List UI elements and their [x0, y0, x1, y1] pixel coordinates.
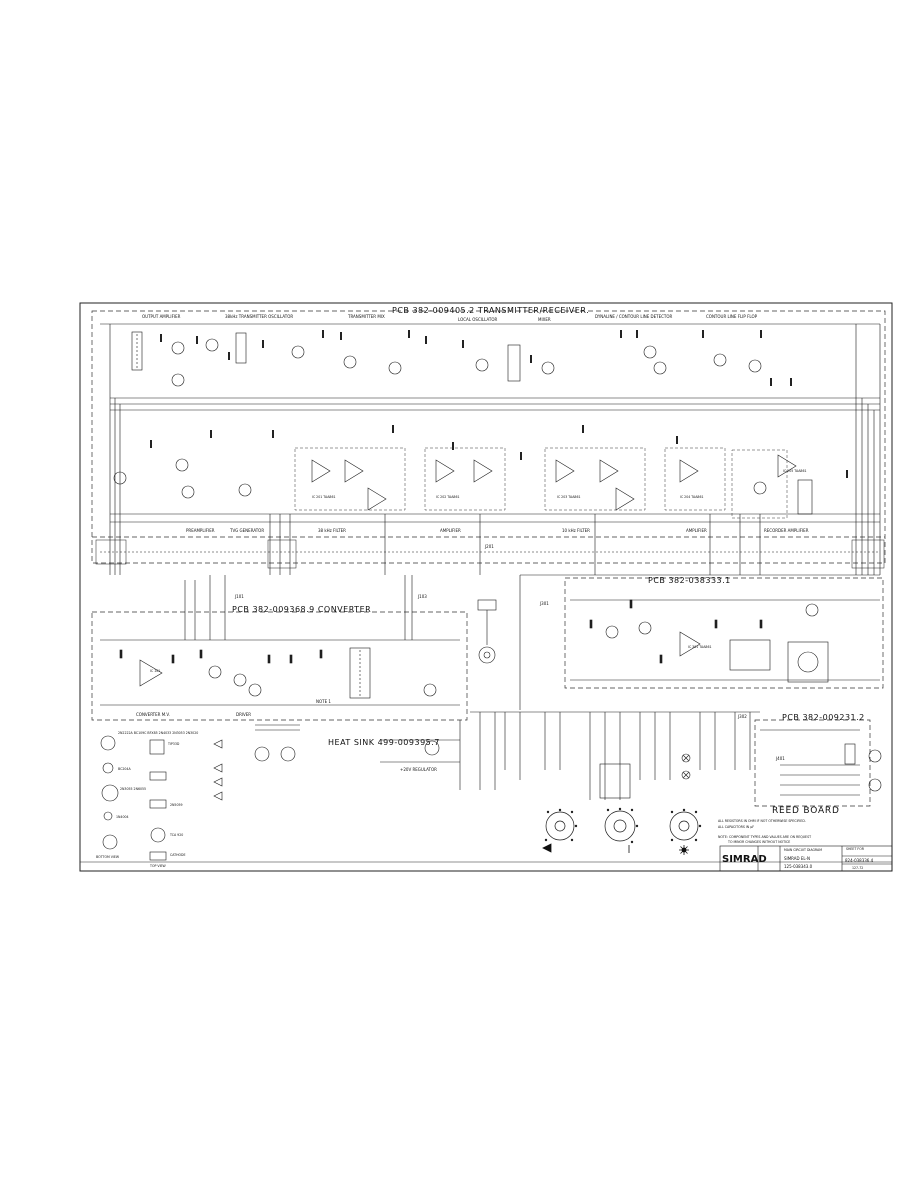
title-block: SIMRAD MAIN CIRCUIT DIAGRAM SIMRAD EL-N …	[719, 845, 893, 872]
power-package-icon	[101, 784, 119, 802]
ic-201: IC 201 TAA861	[312, 495, 336, 499]
ic-labels: IC 201 TAA861 IC 202 TAA861 IC 203 TAA86…	[150, 469, 807, 673]
regulator-label: +20V REGULATOR	[400, 767, 437, 772]
bottom-view-icon	[102, 834, 118, 850]
section-boundaries	[91, 310, 886, 807]
ic-101: IC 101	[150, 669, 160, 673]
note-label: NOTE 1	[316, 699, 331, 704]
amplifier-1-label: AMPLIFIER	[440, 528, 461, 533]
tvg-generator-label: TVG GENERATOR	[229, 528, 264, 533]
arrow-left-icon	[542, 843, 552, 853]
block-labels: OUTPUT AMPLIFIER 38kHz TRANSMITTER OSCIL…	[136, 314, 809, 772]
connector-j201-strip	[95, 539, 885, 569]
heat-sink-area	[254, 720, 461, 790]
legend-cathode: CATHODE	[170, 853, 185, 857]
legend-zener: 2N5059	[170, 803, 183, 807]
top-board-transistors	[113, 338, 767, 499]
connector-j301: J301	[539, 601, 549, 606]
heat-sink-title: HEAT SINK 499-009395.7	[328, 738, 440, 747]
top-board-transformers	[131, 331, 813, 515]
tx-oscillator-label: 38kHz TRANSMITTER OSCILLATOR	[225, 314, 293, 319]
tip-package-icon	[149, 739, 165, 755]
ic-205: IC 205 TAA861	[783, 469, 807, 473]
reed-board-title: REED BOARD	[772, 806, 840, 816]
note-line-2: ALL CAPACITORS IN µF	[718, 825, 754, 829]
connector-j101: J101	[234, 594, 244, 599]
wiring-top-board	[100, 323, 881, 575]
converter-title: PCB 382-009368.9 CONVERTER	[232, 605, 371, 614]
legend-diode: 1N4004	[116, 815, 129, 819]
legend-bc: BC204A	[118, 767, 131, 771]
ic-301: IC 301 TAA861	[688, 645, 712, 649]
top-board-opamps	[311, 454, 797, 511]
note-line-1: ALL RESISTORS IN OHM IF NOT OTHERWISE SP…	[718, 819, 806, 823]
drawing-title: MAIN CIRCUIT DIAGRAM	[784, 848, 822, 852]
ref-number: 824-038336.4	[845, 858, 874, 863]
connector-j103: J103	[417, 594, 427, 599]
model-name: SIMRAD EL-N	[784, 856, 810, 861]
panel-symbols	[542, 843, 689, 855]
pcb-009231-title: PCB 382-009231.2	[782, 713, 865, 722]
top-board-resistors	[150, 330, 848, 478]
connector-j302: J302	[737, 714, 747, 719]
rotary-switch-2	[604, 810, 636, 842]
legend-top-view: TOP VIEW	[149, 864, 167, 868]
section-titles: PCB 382-009405.2 TRANSMITTER/RECEIVER. P…	[232, 306, 865, 816]
legend-bottom-view: BOTTOM VIEW	[96, 855, 120, 859]
transistor-package-icon	[100, 735, 116, 751]
contour-flipflop-label: CONTOUR LINE FLIP FLOP	[706, 314, 758, 319]
contour-detector-label: DYNALINE / CONTOUR LINE DETECTOR	[595, 314, 673, 319]
transmitter-receiver-title: PCB 382-009405.2 TRANSMITTER/RECEIVER.	[392, 306, 589, 315]
ic-204: IC 204 TAA861	[680, 495, 704, 499]
wiring-switch-area	[470, 711, 760, 800]
note-line-3: NOTE: COMPONENT TYPES AND VALUES ARE ON …	[718, 835, 811, 839]
wiring-pcb-038333	[519, 574, 880, 710]
ic-203: IC 203 TAA861	[557, 495, 581, 499]
legend-tip: TIP33D	[167, 742, 180, 746]
component-legend: 2N2222A BC109C BFX85 2N4033 2N3053 2N302…	[96, 731, 223, 868]
legend-tca: TCA 920	[169, 833, 183, 837]
rotary-switch-3	[669, 811, 699, 841]
rotary-switch-1	[545, 811, 575, 841]
sheet-label: SHEET FOR	[846, 847, 865, 851]
center-potentiometer	[477, 599, 497, 664]
legend-transistors: 2N2222A BC109C BFX85 2N4033 2N3053 2N302…	[118, 731, 198, 735]
notes-block: ALL RESISTORS IN OHM IF NOT OTHERWISE SP…	[718, 819, 811, 844]
note-line-4: TO MINOR CHANGES WITHOUT NOTICE	[727, 840, 790, 844]
reed-board-internals	[760, 729, 882, 796]
ic-202: IC 202 TAA861	[436, 495, 460, 499]
local-oscillator-label: LOCAL OSCILLATOR	[458, 317, 497, 322]
amplifier-2-label: AMPLIFIER	[686, 528, 707, 533]
rotary-switches	[544, 807, 702, 844]
connector-j401: J401	[775, 756, 785, 761]
date-field: 127-72	[852, 866, 863, 870]
converter-mv-label: CONVERTER M.V.	[136, 712, 170, 717]
sun-icon	[679, 845, 689, 855]
legend-power: 2N3055 2N6055	[120, 787, 146, 791]
filter-38-label: 38 kHz FILTER	[318, 528, 346, 533]
drawing-border	[79, 302, 893, 872]
bc-package-icon	[102, 762, 114, 774]
drawing-number: 125-038343.0	[784, 864, 813, 869]
output-amplifier-label: OUTPUT AMPLIFIER	[142, 314, 181, 319]
connector-labels: J201 J101 J103 J301 J302 J401	[234, 544, 785, 761]
driver-label: DRIVER	[236, 712, 251, 717]
filter-subblocks	[294, 447, 788, 519]
pcb-038333-title: PCB 382-038333.1	[648, 576, 731, 585]
simrad-logo: SIMRAD	[722, 854, 767, 865]
connector-j201: J201	[484, 544, 494, 549]
recorder-amplifier-label: RECORDER AMPLIFIER	[764, 528, 809, 533]
preamplifier-label: PREAMPLIFIER	[186, 528, 215, 533]
diode-package-icon	[103, 811, 113, 821]
transmitter-mix-label: TRANSMITTER MIX	[347, 314, 385, 319]
wiring-converter-board	[100, 575, 460, 706]
mixer-label: MIXER	[538, 317, 551, 322]
filter-10-label: 10 kHz FILTER	[562, 528, 590, 533]
